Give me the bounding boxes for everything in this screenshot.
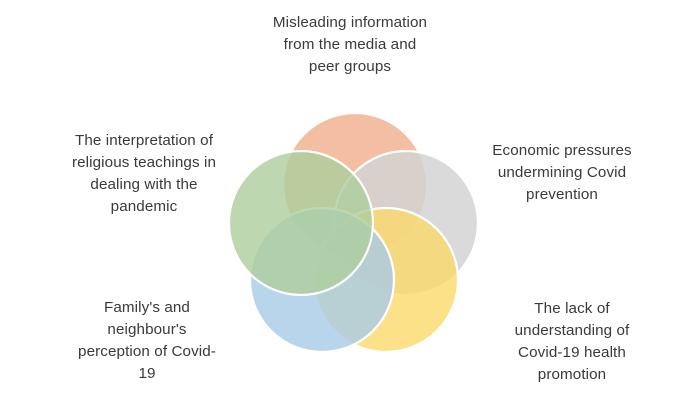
venn-label-misleading-information: Misleading information from the media an… [272,14,428,75]
venn-label-economic-pressures: Economic pressures undermining Covid pre… [492,142,632,203]
venn-label-religious-interpretation: The interpretation of religious teaching… [71,132,217,215]
venn-circle-religious-interpretation[interactable] [227,149,375,297]
venn-label-health-promotion-gap: The lack of understanding of Covid-19 he… [514,300,630,383]
venn-label-family-neighbour-perception: Family's and neighbour's perception of C… [78,299,216,382]
